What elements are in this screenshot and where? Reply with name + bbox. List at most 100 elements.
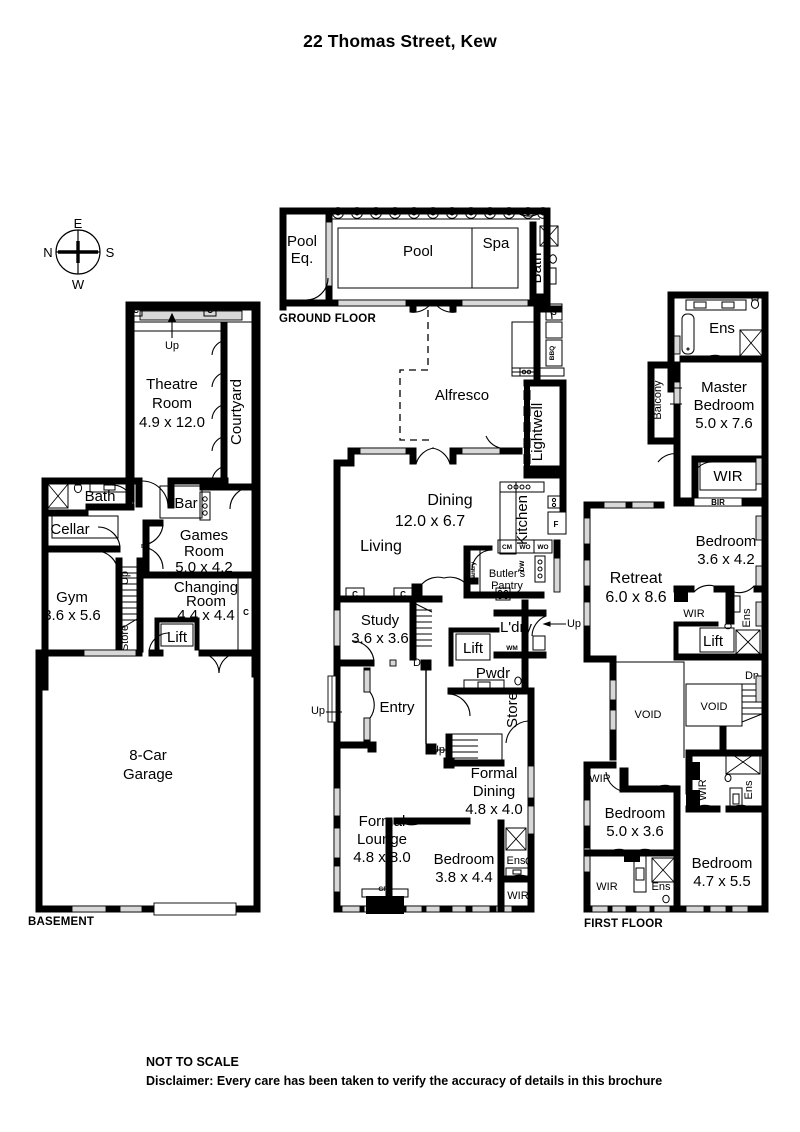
compass-top: E (74, 216, 83, 231)
room-theatre-room-dims: 4.9 x 12.0 (139, 414, 205, 431)
room-f-wir-left: WIR (589, 773, 610, 785)
room-bar: Bar (174, 495, 197, 512)
room-gym-dims: 3.6 x 5.6 (43, 607, 101, 624)
room-master-wir: WIR (713, 468, 742, 485)
room-entry: Entry (379, 699, 415, 716)
compass-bottom: W (72, 277, 85, 292)
room-master-l2: Bedroom (694, 397, 755, 414)
room-balcony: Balcony (652, 380, 664, 420)
room-butlers-l1: Butler's (489, 568, 526, 580)
room-retreat: Retreat (610, 570, 663, 587)
room-f-wir-b4: WIR (697, 779, 709, 800)
room-study: Study (361, 612, 400, 629)
room-formal-lounge-dims: 4.8 x 8.0 (353, 849, 411, 866)
room-gym: Gym (56, 589, 88, 606)
room-formal-dining-l1: Formal (471, 765, 518, 782)
appliance-f: F (554, 520, 559, 529)
room-formal-lounge-l1: Formal (359, 813, 406, 830)
room-ground-bedroom: Bedroom (434, 851, 495, 868)
room-void-right: VOID (701, 701, 728, 713)
appliance-wm: WM (506, 645, 518, 652)
room-f-ens-b4: Ens (743, 780, 755, 799)
room-theatre-room-l1: Theatre (146, 376, 198, 393)
not-to-scale-note: NOT TO SCALE (146, 1055, 239, 1069)
room-bed3-dims: 5.0 x 3.6 (606, 823, 664, 840)
room-master-ens: Ens (709, 320, 735, 337)
ground-floor-plan: Pool Eq. Pool Spa Bath S BBQ Alfresco Li… (279, 207, 581, 914)
marker-up: Up (165, 340, 179, 352)
first-floor-plan: Ens Balcony Master Bedroom 5.0 x 7.6 WIR… (583, 291, 769, 913)
room-living: Living (360, 538, 402, 555)
room-bir: BIR (711, 498, 725, 507)
room-basement-bath: Bath (85, 488, 116, 505)
room-ground-bedroom-dims: 3.8 x 4.4 (435, 869, 493, 886)
room-games-l1: Games (180, 527, 228, 544)
room-spa: Spa (483, 235, 510, 252)
room-kitchen: Kitchen (514, 495, 531, 545)
room-pantry: Pantry (470, 562, 477, 583)
ground-floor-label: GROUND FLOOR (279, 313, 376, 325)
marker-c: C (207, 306, 213, 315)
marker-up: Up (567, 618, 581, 630)
room-bed2: Bedroom (696, 533, 757, 550)
marker-up: Up (119, 571, 131, 585)
room-study-dims: 3.6 x 3.6 (351, 630, 409, 647)
room-f-wir-b3: WIR (596, 881, 617, 893)
room-f-ens-b3: Ens (652, 881, 671, 893)
room-pool-eq-l2: Eq. (291, 250, 314, 267)
room-ground-bath: Bath (528, 253, 545, 284)
appliance-wo: WO (519, 544, 530, 551)
room-formal-dining-dims: 4.8 x 4.0 (465, 801, 523, 818)
page-title: 22 Thomas Street, Kew (303, 31, 497, 51)
room-master-l1: Master (701, 379, 747, 396)
room-dining: Dining (427, 492, 472, 509)
room-bed3: Bedroom (605, 805, 666, 822)
appliance-dw: DW (519, 560, 526, 572)
room-lift-ground: Lift (463, 640, 484, 657)
marker-dn: Dn (745, 670, 759, 682)
room-garage-l1: 8-Car (129, 747, 167, 764)
room-alfresco: Alfresco (435, 387, 489, 404)
room-bed4-dims: 4.7 x 5.5 (693, 873, 751, 890)
room-games-l2: Room (184, 543, 224, 560)
room-formal-lounge-l2: Lounge (357, 831, 407, 848)
marker-up: Up (311, 705, 325, 717)
compass-left: N (43, 245, 52, 260)
marker-c: C (133, 306, 139, 315)
marker-c: C (352, 590, 358, 599)
room-retreat-dims: 6.0 x 8.6 (605, 589, 666, 606)
disclaimer-text: Disclaimer: Every care has been taken to… (146, 1074, 663, 1088)
room-f-wir-1: WIR (683, 608, 704, 620)
basement-label: BASEMENT (28, 916, 95, 928)
room-ground-ens: Ens (507, 855, 526, 867)
room-ground-wir: WIR (507, 890, 528, 902)
room-cellar: Cellar (50, 521, 89, 538)
compass-rose: E N S W (43, 216, 114, 292)
first-floor-label: FIRST FLOOR (584, 918, 663, 930)
room-master-dims: 5.0 x 7.6 (695, 415, 753, 432)
room-garage-l2: Garage (123, 766, 173, 783)
room-formal-dining-l2: Dining (473, 783, 516, 800)
room-butlers-l2: Pantry (491, 580, 523, 592)
appliance-wo-2: WO (537, 544, 548, 551)
tree-symbols (332, 207, 549, 219)
room-pool-eq-l1: Pool (287, 233, 317, 250)
room-store-ground: Store (504, 692, 521, 728)
room-f-lift: Lift (703, 633, 724, 650)
room-bed2-dims: 3.6 x 4.2 (697, 551, 755, 568)
room-changing-l1: Changing (174, 579, 238, 596)
compass-right: S (106, 245, 115, 260)
appliance-bbq: BBQ (549, 346, 556, 360)
room-theatre-room-l2: Room (152, 395, 192, 412)
room-courtyard: Courtyard (228, 379, 245, 445)
room-powder: Pwdr (476, 665, 510, 682)
room-pool: Pool (403, 243, 433, 260)
marker-c: C (243, 608, 249, 617)
room-store: Store (119, 625, 131, 651)
appliance-gfp: GFP (378, 886, 392, 893)
room-changing-l2: Room (186, 593, 226, 610)
room-dining-dims: 12.0 x 6.7 (395, 513, 465, 530)
marker-c: C (400, 590, 406, 599)
room-lightwell: Lightwell (529, 403, 546, 461)
